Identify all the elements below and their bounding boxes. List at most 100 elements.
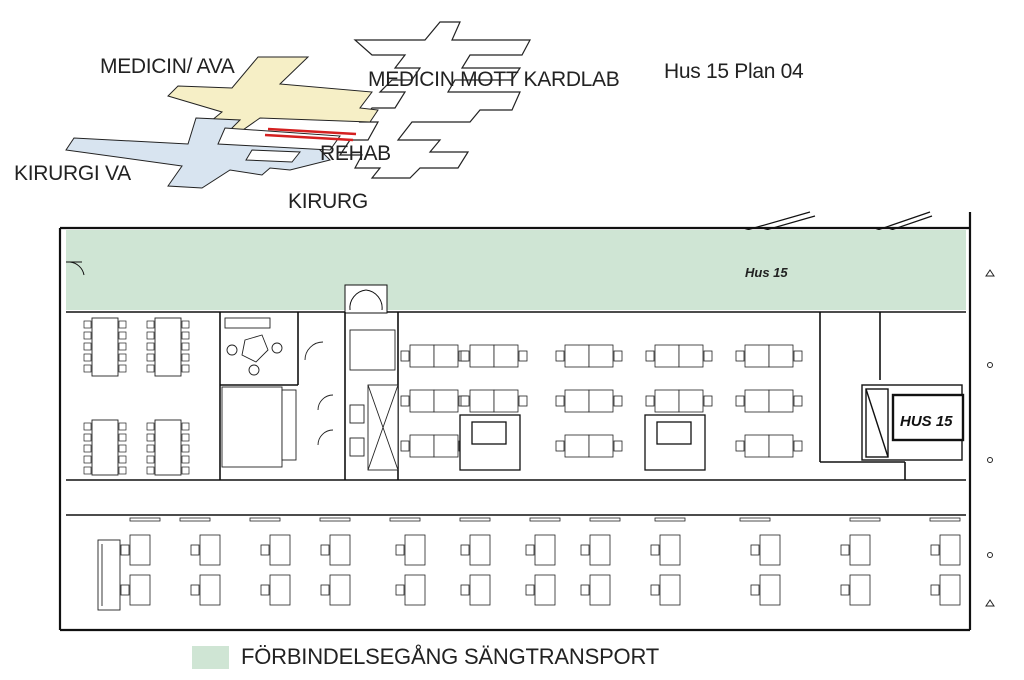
chair bbox=[118, 444, 127, 453]
chair bbox=[645, 350, 655, 362]
desk bbox=[469, 534, 491, 566]
label-hus-plan: Hus 15 Plan 04 bbox=[664, 60, 804, 83]
chair bbox=[930, 544, 940, 556]
wall-segment bbox=[319, 517, 351, 522]
legend-label: FÖRBINDELSEGÅNG SÄNGTRANSPORT bbox=[241, 644, 659, 669]
chair bbox=[930, 584, 940, 596]
chair bbox=[518, 350, 528, 362]
elevator-room bbox=[861, 384, 965, 461]
bed-transport-corridor bbox=[66, 230, 966, 310]
desk bbox=[329, 574, 351, 606]
desk bbox=[654, 344, 680, 368]
chair bbox=[793, 440, 803, 452]
chair bbox=[83, 422, 92, 431]
desk bbox=[659, 534, 681, 566]
desk bbox=[433, 389, 459, 413]
chair bbox=[181, 342, 190, 351]
chair bbox=[793, 350, 803, 362]
medicin-ava-wing bbox=[167, 56, 379, 133]
desk bbox=[564, 389, 590, 413]
chair bbox=[146, 364, 155, 373]
chair bbox=[400, 395, 410, 407]
desk bbox=[493, 389, 519, 413]
chair bbox=[750, 544, 760, 556]
chair bbox=[146, 320, 155, 329]
chair bbox=[793, 395, 803, 407]
wall-segment bbox=[249, 517, 281, 522]
wall-segment bbox=[129, 517, 161, 522]
desk bbox=[493, 344, 519, 368]
corridor-doors bbox=[66, 261, 388, 314]
conference-chairs bbox=[83, 320, 190, 475]
chair bbox=[613, 440, 623, 452]
chair bbox=[146, 455, 155, 464]
desk bbox=[589, 534, 611, 566]
hus-sign: HUS 15 bbox=[900, 413, 953, 430]
chair bbox=[650, 544, 660, 556]
desk bbox=[768, 344, 794, 368]
desk bbox=[409, 434, 435, 458]
chair bbox=[320, 584, 330, 596]
chair bbox=[83, 353, 92, 362]
label-kirurgi-va: KIRURGI VA bbox=[14, 162, 131, 185]
desk bbox=[744, 389, 770, 413]
desk bbox=[269, 534, 291, 566]
chair bbox=[181, 353, 190, 362]
chair bbox=[395, 584, 405, 596]
label-medicin-ava: MEDICIN/ AVA bbox=[100, 55, 235, 78]
wall-segment bbox=[179, 517, 211, 522]
desk bbox=[129, 574, 151, 606]
chair bbox=[181, 466, 190, 475]
wall-segment bbox=[654, 517, 686, 522]
chair bbox=[190, 584, 200, 596]
upper-desk-clusters bbox=[400, 344, 803, 458]
chair bbox=[735, 350, 745, 362]
chair bbox=[460, 395, 470, 407]
chair bbox=[613, 350, 623, 362]
chair bbox=[613, 395, 623, 407]
connector-outline bbox=[217, 127, 341, 163]
floor-plan: Hus 15 bbox=[58, 211, 995, 632]
chair bbox=[181, 444, 190, 453]
desk bbox=[469, 574, 491, 606]
chair bbox=[181, 422, 190, 431]
desk bbox=[269, 574, 291, 606]
chair bbox=[735, 440, 745, 452]
lounge-furniture bbox=[221, 317, 297, 468]
chair bbox=[118, 342, 127, 351]
desk bbox=[534, 534, 556, 566]
desk bbox=[564, 434, 590, 458]
desk bbox=[744, 344, 770, 368]
chair bbox=[400, 350, 410, 362]
desk bbox=[409, 389, 435, 413]
wall-segment bbox=[849, 517, 881, 522]
chair bbox=[735, 395, 745, 407]
wc-block bbox=[304, 329, 399, 471]
chair bbox=[580, 544, 590, 556]
desk bbox=[759, 574, 781, 606]
chair bbox=[840, 584, 850, 596]
corridor-label: Hus 15 bbox=[745, 265, 788, 280]
chair bbox=[525, 544, 535, 556]
chair bbox=[83, 342, 92, 351]
legend-swatch bbox=[192, 645, 229, 669]
label-rehab: REHAB bbox=[320, 142, 391, 165]
lower-left-stair bbox=[97, 539, 121, 611]
label-kirurg: KIRURG bbox=[288, 190, 368, 213]
wall-segment bbox=[529, 517, 561, 522]
chair bbox=[181, 455, 190, 464]
chair bbox=[146, 466, 155, 475]
desk bbox=[129, 534, 151, 566]
chair bbox=[83, 320, 92, 329]
desk bbox=[588, 389, 614, 413]
desk bbox=[469, 389, 495, 413]
chair bbox=[645, 395, 655, 407]
chair bbox=[118, 455, 127, 464]
desk bbox=[469, 344, 495, 368]
wall-segment bbox=[739, 517, 771, 522]
chair bbox=[555, 395, 565, 407]
edge-markers bbox=[985, 269, 995, 607]
desk bbox=[939, 534, 961, 566]
chair bbox=[83, 364, 92, 373]
wall-segment bbox=[589, 517, 621, 522]
